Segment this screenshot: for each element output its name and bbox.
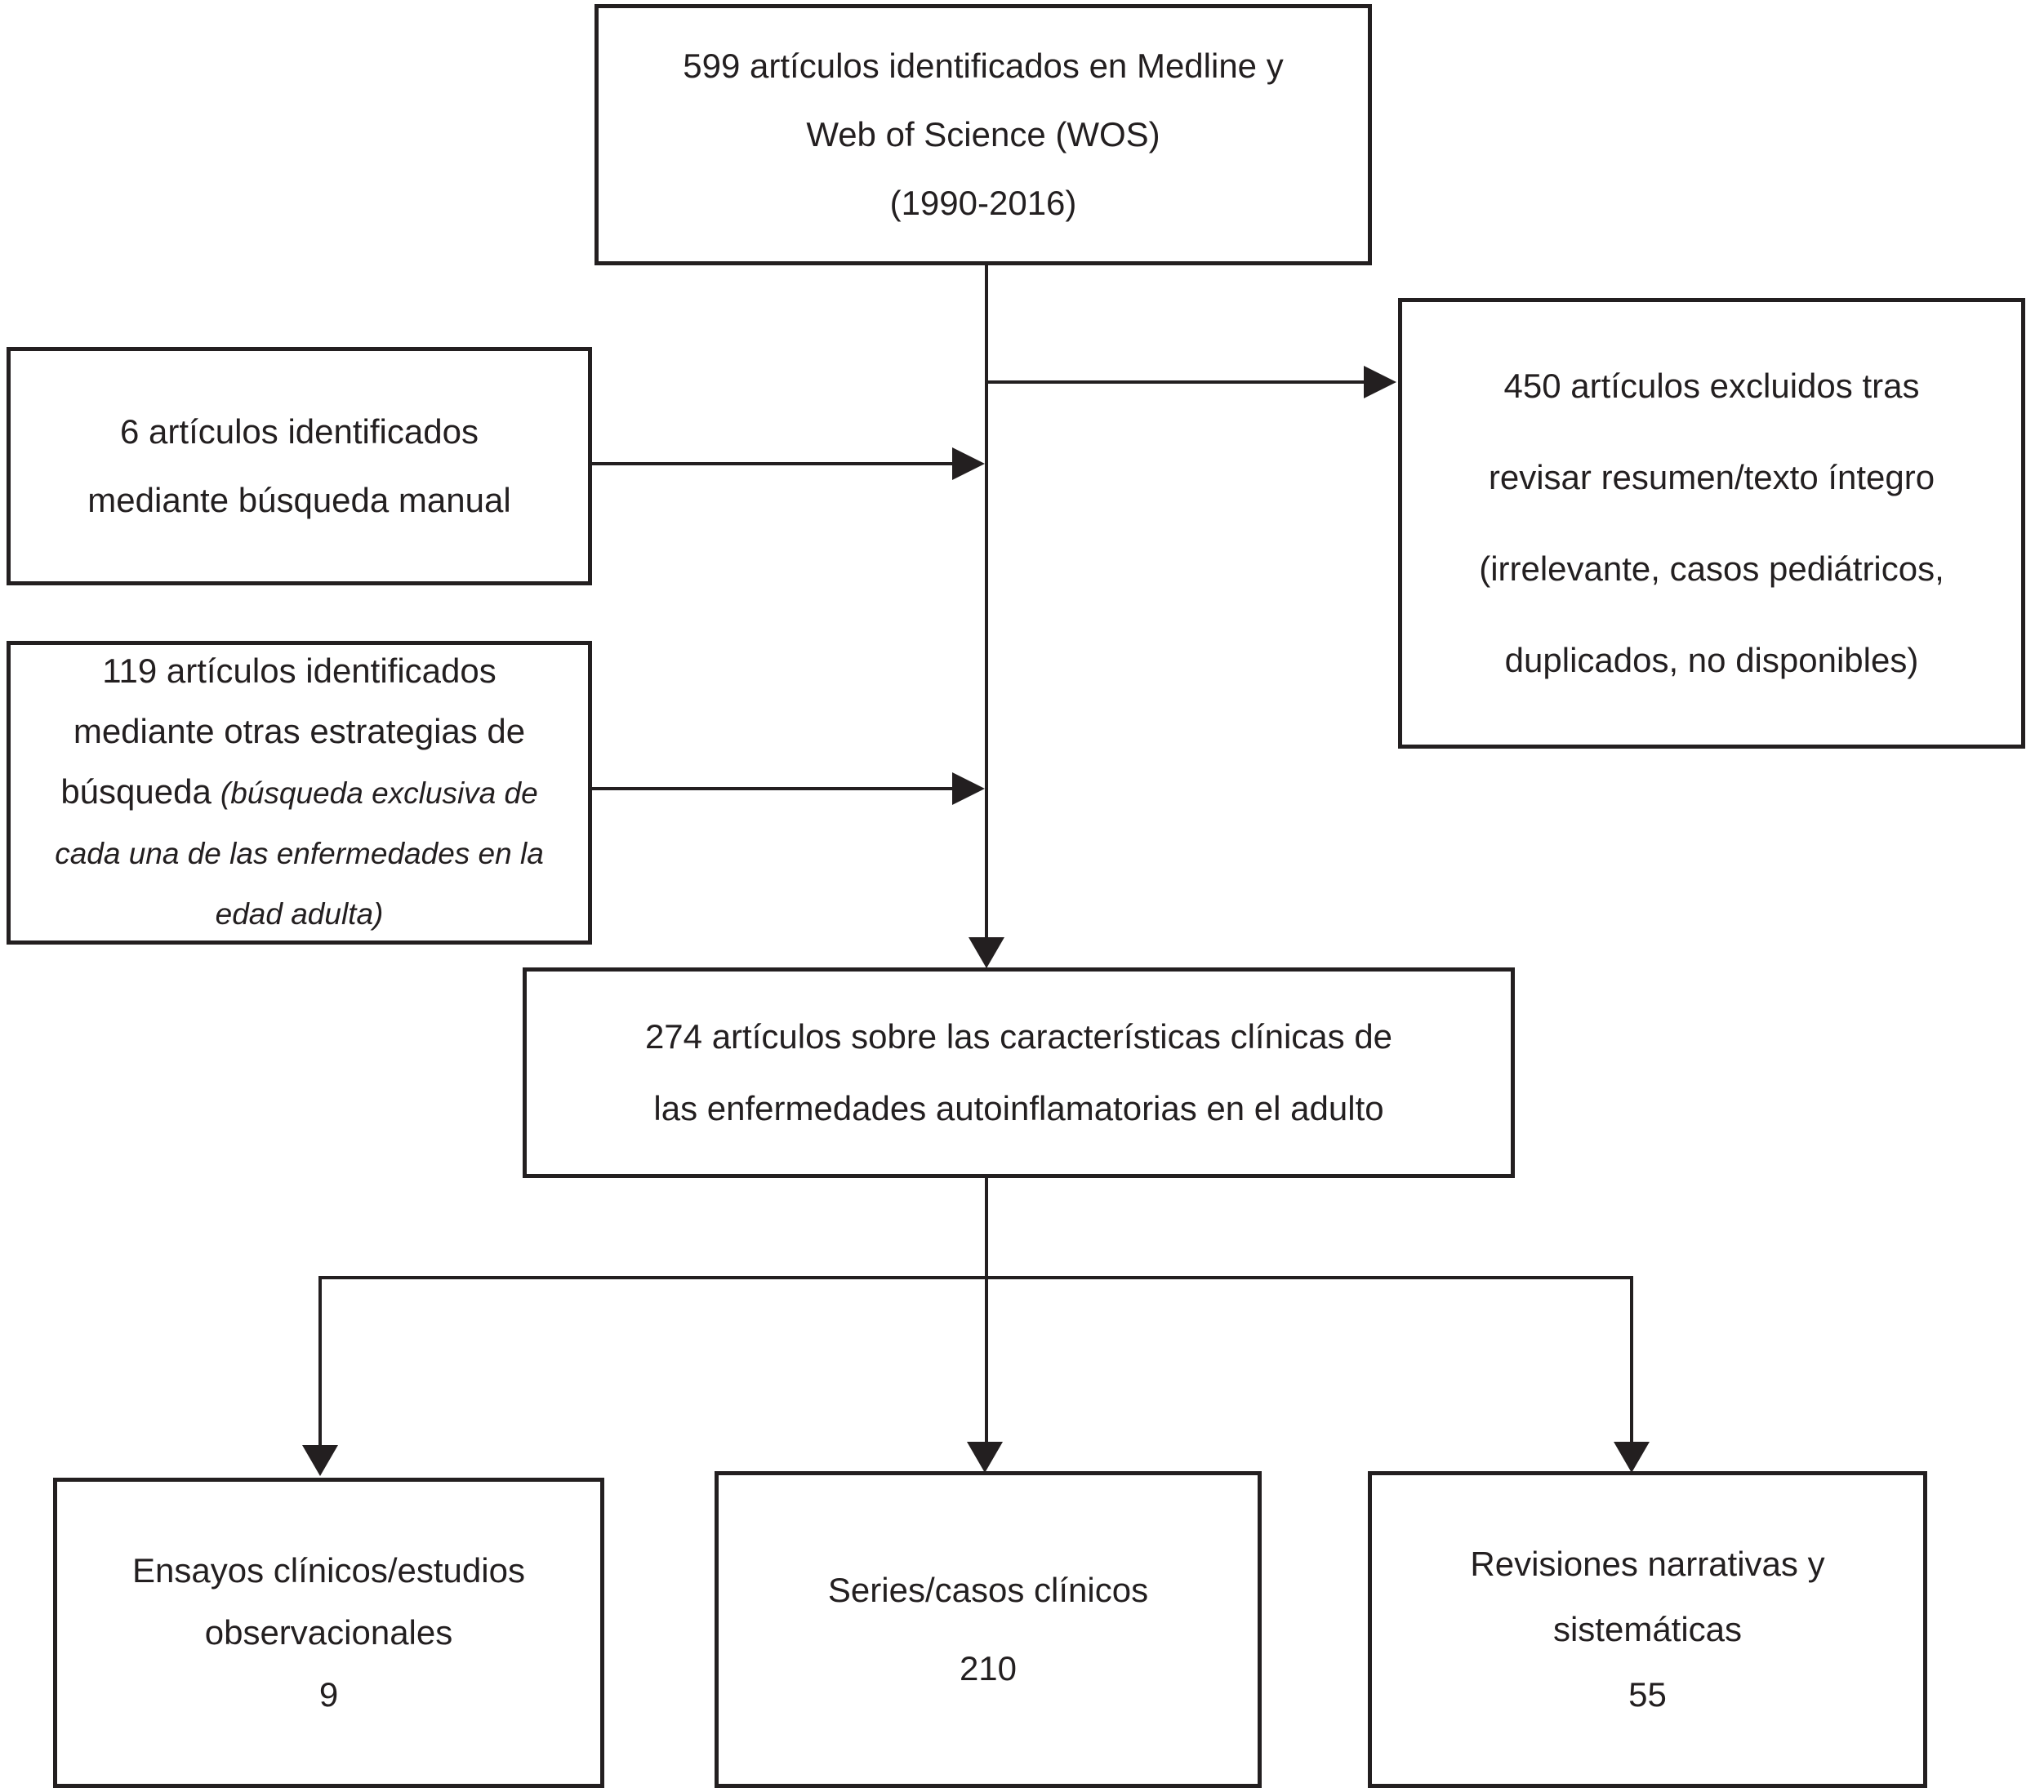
box-line: (irrelevante, casos pediátricos, — [1479, 549, 1944, 588]
connector-included-to-series — [985, 1176, 988, 1446]
box-line: Series/casos clínicos — [827, 1571, 1149, 1609]
box-line-italic-part: (búsqueda exclusiva de — [220, 776, 538, 810]
arrowhead-right-other — [952, 772, 985, 805]
box-count: 55 — [1628, 1675, 1667, 1714]
box-count: 9 — [318, 1675, 339, 1714]
box-line: 450 artículos excluidos tras — [1503, 367, 1920, 405]
box-line: Ensayos clínicos/estudios — [132, 1551, 525, 1590]
box-count: 210 — [959, 1649, 1018, 1688]
connector-to-excluded — [985, 380, 1365, 384]
box-line: observacionales — [204, 1613, 453, 1652]
box-line: sistemáticas — [1552, 1610, 1743, 1648]
box-included-articles: 274 artículos sobre las características … — [523, 967, 1515, 1178]
box-line: cada una de las enfermedades en la — [55, 837, 544, 870]
box-line: (1990-2016) — [889, 184, 1077, 222]
connector-drop-left — [318, 1276, 322, 1445]
box-line: revisar resumen/texto íntegro — [1488, 458, 1935, 496]
box-line: 599 artículos identificados en Medline y — [683, 47, 1284, 85]
box-line: edad adulta) — [215, 897, 384, 931]
box-line: búsqueda(búsqueda exclusiva de — [60, 762, 537, 824]
box-line: 274 artículos sobre las características … — [644, 1017, 1393, 1056]
box-series-clinical-cases: Series/casos clínicos 210 — [715, 1471, 1262, 1788]
box-line-regular-part: búsqueda — [60, 772, 212, 811]
box-line: mediante búsqueda manual — [87, 481, 511, 519]
arrowhead-right-into-excluded — [1364, 366, 1396, 398]
arrowhead-down-into-reviews — [1614, 1442, 1650, 1473]
box-narrative-systematic-reviews: Revisiones narrativas y sistemáticas 55 — [1368, 1471, 1927, 1788]
box-identified-medline-wos: 599 artículos identificados en Medline y… — [594, 4, 1372, 265]
arrowhead-down-into-included — [969, 937, 1004, 968]
arrowhead-down-into-series — [967, 1442, 1003, 1473]
box-clinical-trials-observational: Ensayos clínicos/estudios observacionale… — [53, 1478, 604, 1788]
box-excluded-articles: 450 artículos excluidos tras revisar res… — [1398, 298, 2025, 749]
connector-top-to-included — [985, 263, 988, 939]
connector-manual-to-main — [590, 462, 954, 465]
box-line: las enfermedades autoinflamatorias en el… — [653, 1089, 1384, 1127]
box-line: Revisiones narrativas y — [1470, 1545, 1825, 1583]
box-line: Web of Science (WOS) — [806, 115, 1160, 153]
connector-distributor — [318, 1276, 1633, 1279]
box-line: mediante otras estrategias de — [73, 712, 526, 750]
box-line: 119 artículos identificados — [102, 651, 497, 690]
connector-drop-right — [1630, 1276, 1633, 1445]
box-line: 6 artículos identificados — [120, 412, 479, 451]
box-other-search-strategies: 119 artículos identificados mediante otr… — [7, 641, 592, 945]
arrowhead-right-manual — [952, 447, 985, 480]
connector-other-to-main — [590, 787, 954, 790]
arrowhead-down-into-trials — [302, 1445, 338, 1476]
box-line: duplicados, no disponibles) — [1504, 641, 1919, 679]
box-manual-search: 6 artículos identificados mediante búsqu… — [7, 347, 592, 585]
